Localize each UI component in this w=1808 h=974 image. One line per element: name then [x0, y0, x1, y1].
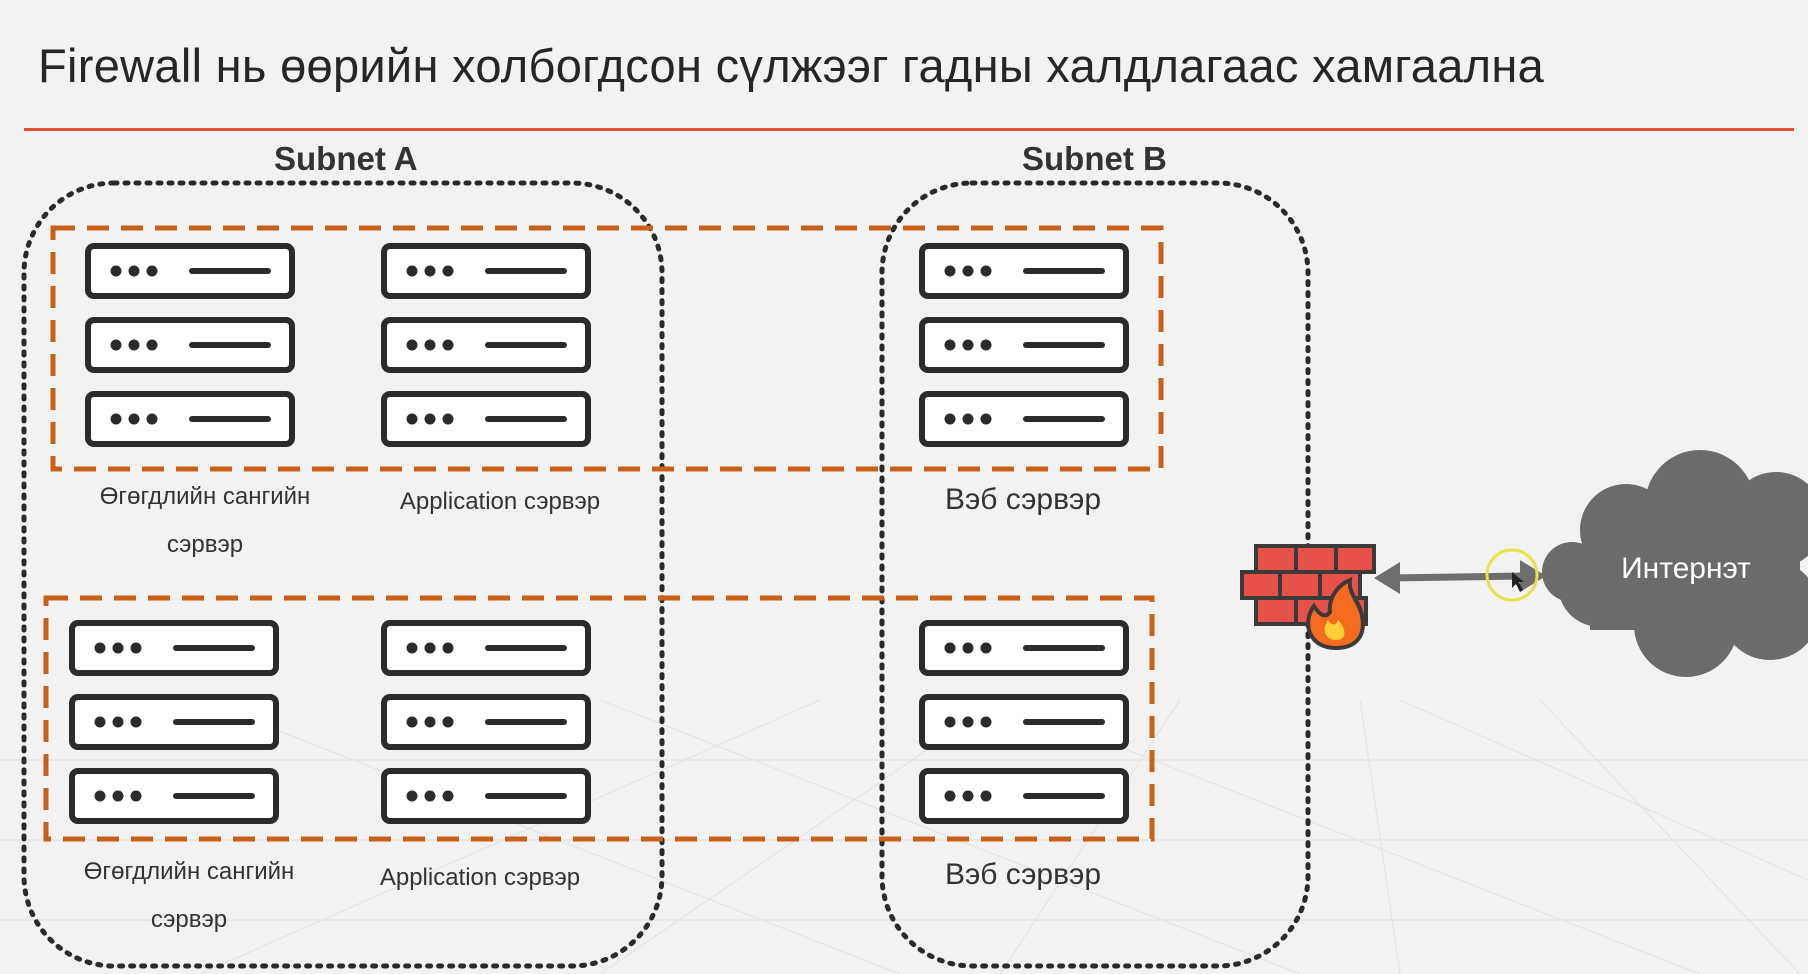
page-title: Firewall нь өөрийн холбогдсон сүлжээг га… — [38, 39, 1545, 92]
subnet-a-label: Subnet A — [274, 140, 418, 177]
subnet-b-boundary — [879, 180, 1311, 969]
title-divider — [24, 128, 1794, 131]
server-rack-icon — [922, 246, 1126, 444]
app-server-caption: Application сэрвэр — [379, 864, 581, 891]
db-server-caption: Өгөгдлийн сангийн сэрвэр — [60, 473, 350, 569]
db-server-caption: Өгөгдлийн сангийн сэрвэр — [44, 848, 334, 944]
web-server-caption: Вэб сэрвэр — [944, 483, 1102, 516]
server-rack-icon — [88, 246, 292, 444]
db-server-caption-line1: Өгөгдлийн сангийн — [99, 483, 311, 510]
db-server-caption-line2: сэрвэр — [166, 531, 244, 558]
web-server-caption: Вэб сэрвэр — [944, 858, 1102, 891]
subnet-b-label: Subnet B — [1022, 140, 1167, 177]
flame-icon — [1306, 576, 1365, 651]
server-rack-icon — [72, 623, 276, 821]
db-server-caption-line1: Өгөгдлийн сангийн — [83, 858, 295, 885]
server-rack-icon — [384, 246, 588, 444]
server-rack-icon — [384, 623, 588, 821]
firewall-icon — [1240, 544, 1376, 651]
internet-label: Интернэт — [1621, 552, 1751, 585]
top-tier-box — [50, 225, 1164, 472]
cursor-highlight-icon — [1485, 548, 1539, 602]
server-rack-icon — [922, 623, 1126, 821]
bottom-tier-box — [43, 595, 1155, 842]
subnet-a-boundary — [21, 180, 665, 969]
double-arrow-icon — [1374, 560, 1546, 594]
app-server-caption: Application сэрвэр — [399, 488, 601, 515]
cloud-icon — [1542, 450, 1808, 677]
db-server-caption-line2: сэрвэр — [150, 906, 228, 933]
